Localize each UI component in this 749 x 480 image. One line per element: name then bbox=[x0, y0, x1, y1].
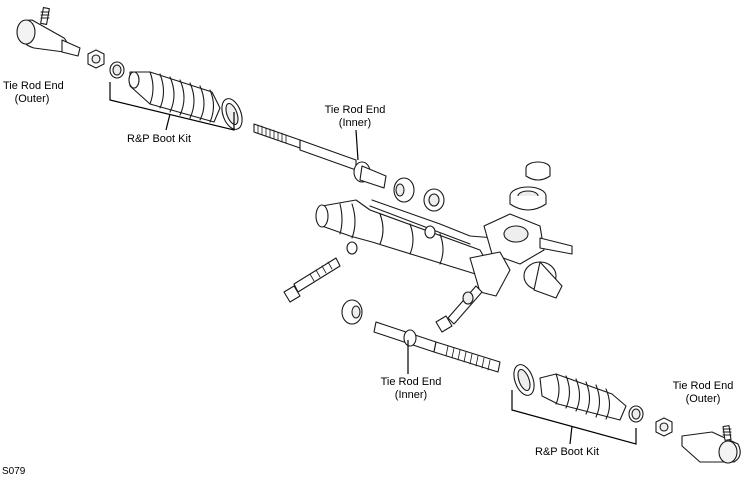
leader-inner-top bbox=[355, 129, 359, 161]
mounting-bolt-left bbox=[283, 257, 341, 303]
boot-clamp-small-left bbox=[109, 61, 125, 79]
rack-and-pinion-housing bbox=[315, 199, 573, 299]
boot-clamp-large-bottom bbox=[513, 364, 535, 396]
rp-boot-top bbox=[128, 71, 221, 123]
label-rp-boot-kit-bottom: R&P Boot Kit bbox=[535, 446, 599, 458]
jam-nut-right bbox=[655, 417, 673, 437]
pinion-nut bbox=[525, 161, 551, 181]
outer-tie-rod-end-right bbox=[681, 425, 741, 464]
mounting-bolt-right bbox=[435, 285, 483, 333]
outer-tie-rod-end-left bbox=[16, 7, 81, 57]
bracket-rp-boot-kit-top bbox=[109, 82, 235, 131]
leader-rp-boot-kit-bottom bbox=[569, 425, 573, 445]
jam-nut-left bbox=[87, 49, 105, 69]
boot-clamp-small-right bbox=[628, 405, 644, 423]
boot-clamp-large-top bbox=[221, 98, 243, 130]
label-tie-rod-end-inner-bottom: Tie Rod End (Inner) bbox=[380, 376, 442, 401]
bushing-bottom bbox=[341, 299, 363, 325]
pinion-seal bbox=[509, 186, 547, 211]
bracket-rp-boot-kit-bottom bbox=[511, 390, 637, 445]
label-tie-rod-end-outer-right: Tie Rod End (Outer) bbox=[672, 380, 734, 405]
inner-tie-rod-bottom bbox=[373, 321, 501, 373]
figure-code: S079 bbox=[2, 466, 26, 477]
bushing-top bbox=[393, 177, 415, 203]
bushing-washer-top bbox=[423, 188, 445, 212]
rp-boot-bottom bbox=[539, 373, 627, 421]
leader-rp-boot-kit-top bbox=[165, 113, 171, 131]
label-tie-rod-end-outer-left: Tie Rod End (Outer) bbox=[3, 80, 64, 105]
label-rp-boot-kit-top: R&P Boot Kit bbox=[127, 133, 191, 145]
label-tie-rod-end-inner-top: Tie Rod End (Inner) bbox=[324, 104, 386, 129]
inner-tie-rod-top bbox=[253, 123, 387, 189]
